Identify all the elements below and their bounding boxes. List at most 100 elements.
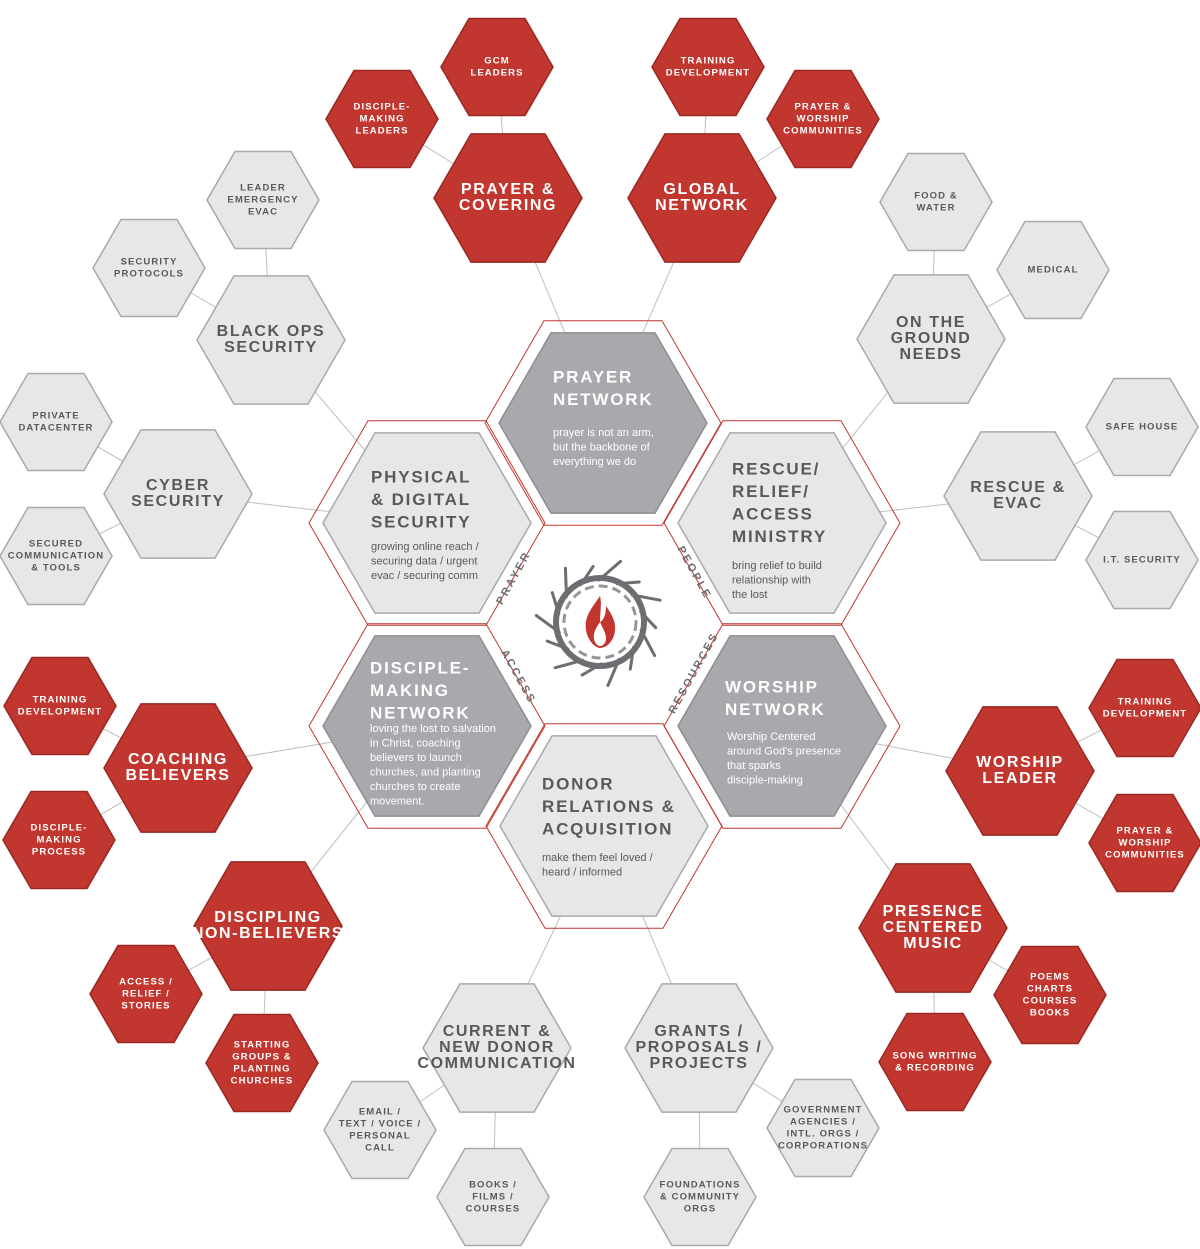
hex-title-line: DISCIPLE-: [370, 658, 470, 677]
hex-description-line: believers to launch: [370, 752, 462, 764]
hex-label-line: GROUPS &: [232, 1052, 291, 1063]
hex-shape-training-development-left: [3, 656, 117, 756]
frame-outline-disciple-making-network: [308, 623, 546, 829]
hex-description-line: Worship Centered: [727, 731, 815, 743]
hex-description-line: relationship with: [732, 574, 811, 586]
hex-medical[interactable]: MEDICAL: [996, 220, 1110, 320]
hex-label-line: NON-BELIEVERS: [192, 925, 344, 942]
crown-thorn: [563, 566, 568, 599]
hex-shape-worship-network: [677, 635, 887, 817]
hex-label-line: EMERGENCY: [227, 195, 298, 206]
hex-rescue-evac[interactable]: RESCUE &EVAC: [943, 431, 1093, 561]
hex-label-line: LEADERS: [355, 126, 408, 137]
hex-prayer-covering[interactable]: PRAYER &COVERING: [433, 133, 583, 263]
hex-title-line: WORSHIP: [725, 677, 819, 696]
flame-core-icon: [593, 622, 606, 646]
hex-shape-starting-groups-planting-churches: [205, 1013, 319, 1113]
hex-label-line: & RECORDING: [895, 1063, 975, 1074]
hex-access-relief-stories[interactable]: ACCESS /RELIEF /STORIES: [89, 944, 203, 1044]
hex-books-films-courses[interactable]: BOOKS /FILMS /COURSES: [436, 1147, 550, 1247]
hex-title-line: PRAYER: [553, 367, 633, 386]
hex-label-line: GCM: [484, 56, 509, 67]
hex-label-line: DEVELOPMENT: [18, 707, 102, 718]
hex-shape-training-development-top: [651, 17, 765, 117]
hex-it-security[interactable]: I.T. SECURITY: [1085, 510, 1199, 610]
hex-shape-song-writing-recording: [878, 1012, 992, 1112]
hex-title-line: MINISTRY: [732, 527, 827, 546]
hex-title-line: & DIGITAL: [371, 490, 471, 509]
hex-shape-donor-relations-acquisition: [499, 735, 709, 917]
hex-label-line: NEW DONOR: [439, 1039, 555, 1056]
hex-shape-gcm-leaders: [440, 17, 554, 117]
hex-safe-house[interactable]: SAFE HOUSE: [1085, 377, 1199, 477]
hex-label-line: COMMUNICATION: [417, 1055, 576, 1072]
hex-label-line: PRIVATE: [32, 411, 79, 422]
hex-label-line: COMMUNITIES: [783, 126, 863, 137]
hex-shape-discipling-non-believers: [193, 861, 343, 991]
hex-grants-proposals-projects[interactable]: GRANTS /PROPOSALS /PROJECTS: [624, 983, 774, 1113]
hex-shape-rescue-relief-access-ministry: [677, 432, 887, 614]
hex-song-writing-recording[interactable]: SONG WRITING& RECORDING: [878, 1012, 992, 1112]
hex-label-line: CALL: [365, 1143, 395, 1154]
hex-label-line: DATACENTER: [18, 423, 93, 434]
hex-food-water[interactable]: FOOD &WATER: [879, 152, 993, 252]
crown-thorn: [534, 614, 561, 634]
hex-label-line: PROJECTS: [649, 1055, 748, 1072]
hex-title-line: MAKING: [370, 681, 450, 700]
hex-label-line: GRANTS /: [654, 1023, 743, 1040]
hex-shape-leader-emergency-evac: [206, 150, 320, 250]
crown-thorn: [630, 593, 662, 602]
hex-label-line: GLOBAL: [663, 181, 740, 198]
hex-label-line: COURSES: [1023, 996, 1078, 1007]
hex-label-line: DEVELOPMENT: [1103, 709, 1187, 720]
hex-label-line: COMMUNICATION: [8, 551, 104, 562]
hex-shape-food-water: [879, 152, 993, 252]
hex-shape-prayer-covering: [433, 133, 583, 263]
hex-title-line: ACCESS: [732, 504, 814, 523]
hex-shape-foundations-community-orgs: [643, 1147, 757, 1247]
core-hex-frame: [308, 320, 901, 929]
crown-thorn: [606, 657, 621, 687]
hex-label-line: TRAINING: [1118, 697, 1173, 708]
hex-description-line: bring relief to build: [732, 560, 822, 572]
hex-label-line: BELIEVERS: [125, 767, 230, 784]
hex-shape-training-development-right: [1088, 658, 1200, 758]
hex-label-line: LEADERS: [470, 68, 523, 79]
hex-label-line: & TOOLS: [31, 563, 81, 574]
crown-thorn: [580, 662, 603, 677]
crown-thorn: [545, 639, 570, 651]
hex-shape-prayer-network: [498, 332, 708, 514]
